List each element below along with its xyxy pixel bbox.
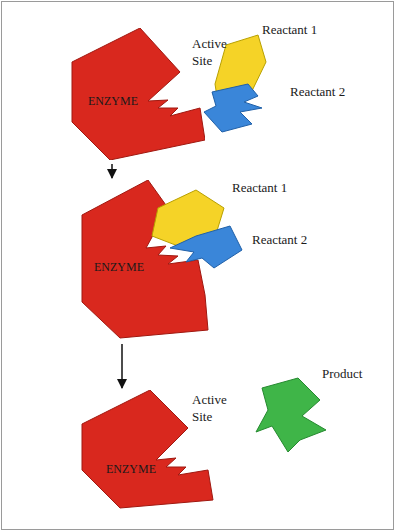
part-label: Active Site — [192, 392, 240, 426]
enzyme-label: ENZYME — [106, 462, 156, 477]
step-arrow — [121, 344, 123, 388]
enzyme: ENZYME — [70, 28, 205, 160]
enzyme-outline — [80, 390, 215, 510]
part-label: Reactant 2 — [252, 232, 307, 249]
part-label: Active Site — [192, 36, 240, 70]
step-arrow — [111, 164, 113, 178]
reactant-2-shape — [170, 226, 242, 268]
product-shape — [256, 378, 326, 452]
enzyme: ENZYME — [80, 390, 215, 510]
enzyme-label: ENZYME — [88, 94, 138, 109]
part-label: Reactant 1 — [262, 22, 317, 39]
part-label: Reactant 2 — [290, 84, 345, 101]
part-label: Product — [322, 366, 362, 383]
reactant-2-shape — [204, 84, 262, 132]
enzyme-label: ENZYME — [94, 260, 144, 275]
part-label: Reactant 1 — [232, 180, 287, 197]
